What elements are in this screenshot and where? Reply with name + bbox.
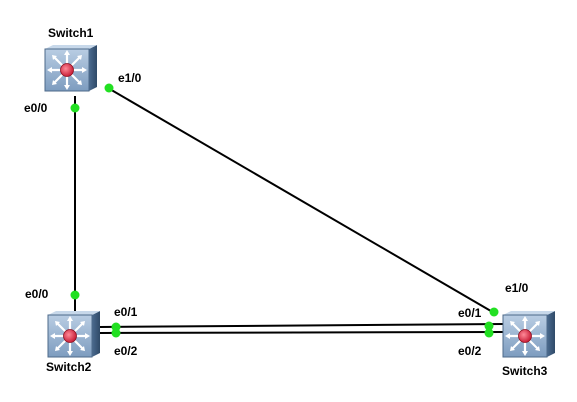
multilayer-switch-icon	[46, 309, 102, 359]
multilayer-switch-icon	[501, 309, 557, 359]
switch2-label: Switch2	[46, 360, 92, 374]
port-label-sw2-e0-2: e0/2	[114, 344, 138, 358]
port-dot-sw3-e1-0	[489, 307, 499, 317]
switch1-label: Switch1	[48, 26, 94, 40]
links	[74, 87, 505, 334]
port-label-sw2-e0-1: e0/1	[114, 305, 138, 319]
link-sw2-sw3-b[interactable]	[99, 331, 505, 334]
switch3-label: Switch3	[502, 364, 548, 378]
switch1-node[interactable]	[43, 43, 99, 93]
port-dot-sw1-e0-0	[70, 103, 80, 113]
port-label-sw3-e1-0: e1/0	[505, 281, 529, 295]
port-dot-sw3-e0-2	[484, 328, 494, 338]
port-dot-sw2-e0-2	[111, 328, 121, 338]
port-dot-sw3-e0-1	[484, 321, 494, 331]
link-sw1-sw3[interactable]	[107, 87, 497, 315]
port-dot-sw1-e1-0	[104, 83, 114, 93]
link-sw2-sw3-a[interactable]	[99, 323, 505, 328]
port-label-sw2-e0-0: e0/0	[25, 287, 49, 301]
port-indicators	[70, 83, 499, 338]
switch2-node[interactable]	[46, 309, 102, 359]
switch3-node[interactable]	[501, 309, 557, 359]
multilayer-switch-icon	[43, 43, 99, 93]
port-label-sw3-e0-1: e0/1	[458, 306, 482, 320]
port-label-sw1-e0-0: e0/0	[24, 101, 48, 115]
port-label-sw1-e1-0: e1/0	[118, 71, 142, 85]
port-dot-sw2-e0-0	[70, 290, 80, 300]
port-label-sw3-e0-2: e0/2	[458, 344, 482, 358]
